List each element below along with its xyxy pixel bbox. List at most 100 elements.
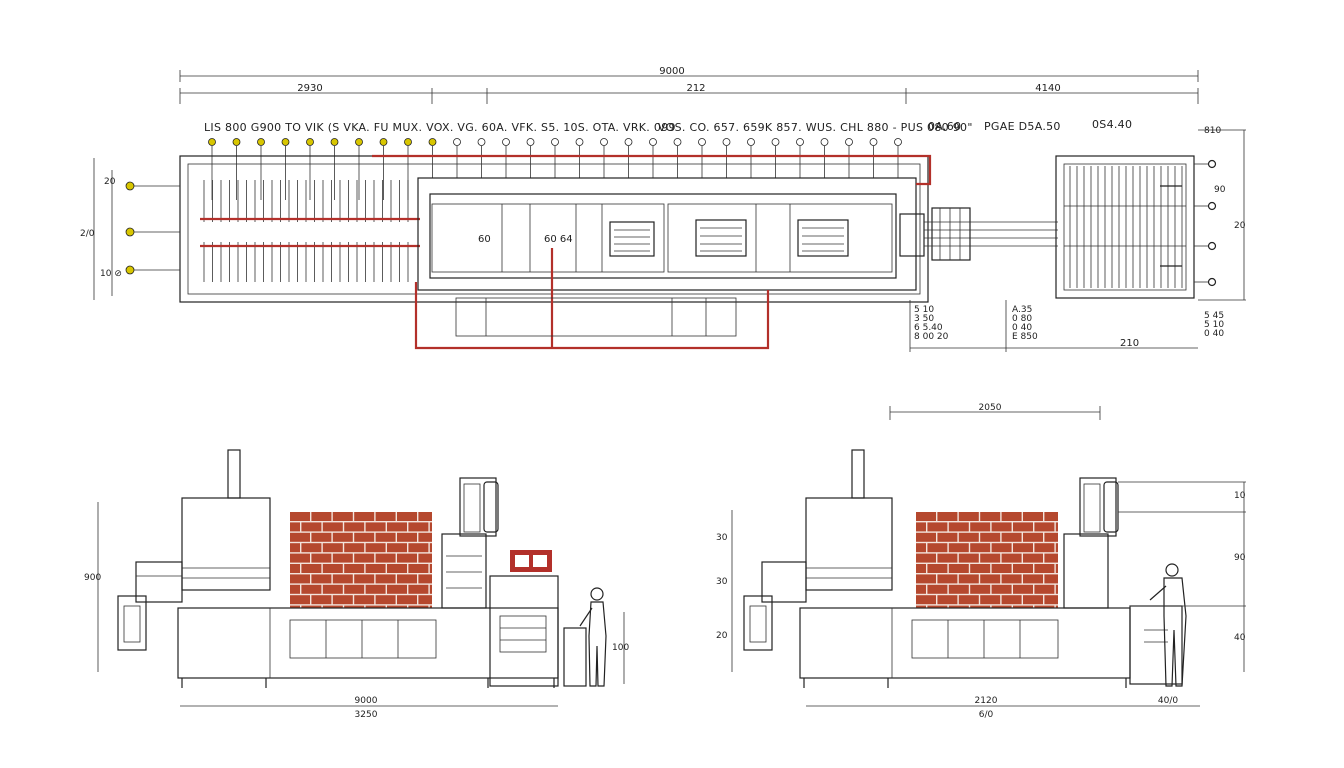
- brick: [397, 532, 417, 542]
- louvre-window-1: [609, 221, 655, 257]
- elev-right-dim-bottom-1: 2120: [975, 696, 998, 706]
- brick: [365, 543, 386, 553]
- marker-icon: [428, 138, 437, 146]
- furnace-body: [181, 497, 271, 591]
- marker-icon: [125, 227, 135, 237]
- right-markers: 810 20 90: [1194, 126, 1246, 301]
- left-markers: 20 2/0 10 ⊘: [80, 158, 180, 300]
- brick: [332, 595, 353, 605]
- marker-icon: [526, 138, 535, 146]
- brick: [429, 584, 432, 594]
- marker-icon: [232, 138, 241, 146]
- marker-icon: [698, 138, 706, 146]
- brick: [980, 512, 1001, 521]
- brick: [311, 595, 332, 605]
- brick: [301, 605, 322, 608]
- right-v-2: 20: [1234, 221, 1246, 231]
- brick: [418, 595, 432, 605]
- pipe-bottom: [414, 282, 770, 350]
- brick: [290, 553, 310, 563]
- brick: [418, 512, 432, 521]
- elevation-left: 900 100 9000 3250: [84, 449, 629, 720]
- brick: [970, 543, 991, 553]
- brick: [429, 522, 432, 532]
- brick-wall-left: [290, 512, 432, 608]
- worker-figure-left: [579, 587, 607, 687]
- elev-right-dim-left-3: 20: [716, 631, 728, 641]
- brick: [344, 605, 365, 608]
- brick: [301, 543, 322, 553]
- brick: [937, 595, 958, 605]
- right-v-1: 810: [1204, 126, 1221, 136]
- brick: [948, 605, 969, 608]
- chamber-inner: [429, 193, 897, 279]
- brick: [408, 522, 429, 532]
- brick: [937, 553, 958, 563]
- elev-right-dim-right-2: 90: [1234, 553, 1246, 563]
- brick: [418, 553, 432, 563]
- brick: [927, 522, 948, 532]
- brick: [1055, 543, 1058, 553]
- elev-right-dim-left-1: 30: [716, 533, 728, 543]
- elev-right-dim-bottom-right: 40/0: [1158, 696, 1178, 706]
- chamber-outer: [417, 177, 917, 291]
- brick: [322, 564, 343, 573]
- brick: [397, 595, 417, 605]
- brick: [290, 595, 310, 605]
- brick: [1023, 574, 1043, 584]
- brick: [429, 605, 432, 608]
- brick: [1001, 512, 1022, 521]
- marker-icon: [208, 138, 216, 146]
- marker-icon: [1207, 241, 1217, 251]
- brick: [1034, 564, 1055, 573]
- brick: [1055, 564, 1058, 573]
- brick: [375, 532, 396, 542]
- brick: [365, 564, 386, 573]
- brick: [322, 543, 343, 553]
- brick: [1044, 595, 1058, 605]
- label-right-a: 0A.60: [928, 120, 961, 133]
- brick: [397, 574, 417, 584]
- left-dim-2: 2/0: [80, 229, 95, 239]
- brick: [290, 512, 310, 521]
- brick: [970, 605, 991, 608]
- brick: [958, 512, 979, 521]
- brick: [301, 584, 322, 594]
- brick: [344, 564, 365, 573]
- brick: [1044, 512, 1058, 521]
- brick: [1013, 543, 1033, 553]
- brick: [375, 553, 396, 563]
- brick: [290, 574, 310, 584]
- marker-icon: [600, 138, 608, 146]
- marker-icon: [624, 138, 633, 146]
- elev-right-dim-top: 2050: [979, 403, 1002, 413]
- marker-icon: [796, 138, 804, 146]
- marker-icon: [894, 138, 902, 146]
- brick: [290, 564, 300, 573]
- elev-right-dim-right-3: 40: [1234, 633, 1246, 643]
- base-table: [177, 607, 559, 679]
- marker-icon: [673, 138, 682, 146]
- brick: [937, 574, 958, 584]
- marker-icon: [355, 138, 363, 146]
- section-b: [667, 203, 893, 273]
- brick: [429, 543, 432, 553]
- furnace-body-right: [805, 497, 893, 591]
- brick: [916, 574, 936, 584]
- brick: [958, 595, 979, 605]
- label-row-secondary: VOS. CO. 657. 659K 857. WUS. CHL 880 - P…: [658, 121, 973, 134]
- brick: [332, 512, 353, 521]
- brick: [375, 595, 396, 605]
- brick: [1013, 605, 1033, 608]
- brick: [418, 532, 432, 542]
- louvre-window-2: [695, 219, 747, 257]
- bottom-right-dim: 210: [1120, 338, 1139, 349]
- brick: [916, 564, 926, 573]
- brick: [365, 584, 386, 594]
- marker-row: [208, 138, 902, 200]
- left-dim-1: 20: [104, 177, 116, 187]
- marker-icon: [1207, 201, 1217, 211]
